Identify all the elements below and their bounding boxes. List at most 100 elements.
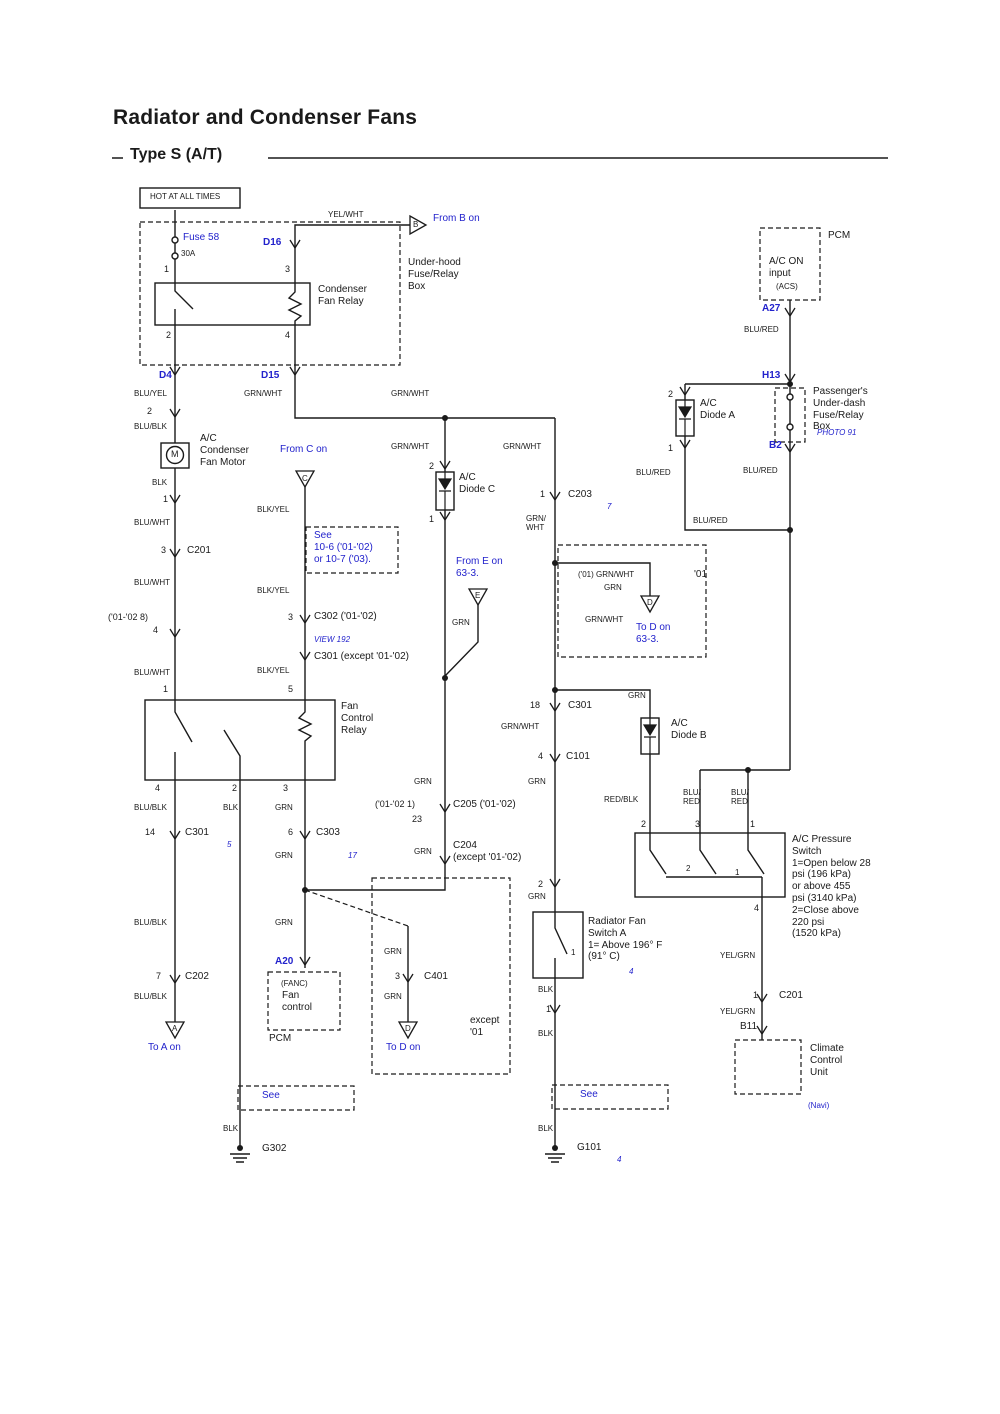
ref-from-e: From E on 63-3. [456, 556, 503, 579]
wire-blu-red-d: BLU/RED [743, 466, 778, 475]
ref-to-d-1: To D on 63-3. [636, 622, 671, 645]
wire-blu-wht-a: BLU/WHT [134, 518, 170, 527]
ref-g101-4: 4 [617, 1155, 622, 1164]
ref-to-a: To A on [148, 1042, 181, 1053]
see-ref-box [305, 526, 399, 574]
conn-c205: C205 ('01-'02) [453, 799, 516, 810]
wire-blu-blk-c: BLU/BLK [134, 918, 167, 927]
underhood-fuse-relay-box [139, 221, 401, 366]
ref-c301-5: 5 [227, 840, 232, 849]
connector-chevron [169, 628, 181, 639]
pin-rad-1: 1 [546, 1004, 552, 1014]
conn-d15: D15 [261, 370, 280, 381]
alt-route-dashed [304, 889, 409, 927]
page-title: Radiator and Condenser Fans [113, 106, 418, 129]
passenger-fuse-top [786, 393, 794, 401]
triangle-b [409, 214, 428, 236]
wire-grn-01: GRN [604, 583, 622, 592]
conn-c203: C203 [568, 489, 592, 500]
gnd-g302: G302 [262, 1143, 287, 1154]
passenger-box-label: Passenger's Under-dash Fuse/Relay Box [813, 386, 868, 433]
wire-grn-wht-e: GRN/ WHT [526, 514, 546, 533]
wire-grn-k: GRN [384, 992, 402, 1001]
wire-blk-yel-c: BLK/YEL [257, 666, 290, 675]
ref-from-c: From C on [280, 444, 328, 455]
ref-to-d-2: To D on [386, 1042, 421, 1053]
pressure-switch-label: A/C Pressure Switch 1=Open below 28 psi … [792, 834, 871, 940]
wire-blk-a: BLK [152, 478, 168, 487]
conn-c202: C202 [185, 971, 209, 982]
conn-h13: H13 [762, 370, 781, 381]
pin-fcr-2: 2 [232, 783, 238, 793]
pin-c101-4: 4 [538, 751, 544, 761]
junction-dot [302, 887, 308, 893]
wire-grn-wht-d: GRN/WHT [503, 442, 542, 451]
conn-a20: A20 [275, 956, 294, 967]
wire-blu-yel: BLU/YEL [134, 389, 167, 398]
ref-c303-17: 17 [348, 851, 357, 860]
triangle-d2-letter: D [405, 1024, 411, 1033]
pin-c302-3: 3 [288, 612, 294, 622]
rad-switch-label: Radiator Fan Switch A 1= Above 196° F (9… [588, 916, 663, 963]
wire-blk-f: BLK [538, 1124, 554, 1133]
conn-c303: C303 [316, 827, 340, 838]
wire-blu-red-c: BLU/RED [693, 516, 728, 525]
g302-dot [237, 1145, 243, 1151]
pin-c401-3: 3 [395, 971, 401, 981]
connector-chevron [299, 830, 311, 841]
wire-yel-wht: YEL/WHT [328, 210, 364, 219]
conn-c301-b: C301 [185, 827, 209, 838]
pin-ps-2: 2 [641, 819, 647, 829]
connector-chevron [169, 408, 181, 419]
connector-chevron [549, 753, 561, 764]
connector-chevron [756, 1025, 768, 1036]
conn-c205-23: 23 [412, 814, 423, 824]
conn-0102-8: ('01-'02 8) [108, 612, 148, 622]
condenser-fan-relay-label: Condenser Fan Relay [318, 284, 367, 307]
diode-a-label: A/C Diode A [700, 398, 736, 421]
connector-chevron [169, 366, 181, 377]
pcm-bottom-label: PCM [269, 1033, 292, 1044]
conn-b11: B11 [740, 1021, 758, 1032]
pin-ps-1: 1 [750, 819, 756, 829]
diode-b-label: A/C Diode B [671, 718, 707, 741]
hot-at-all-times-label: HOT AT ALL TIMES [150, 192, 221, 201]
wire-grn-h: GRN [528, 892, 546, 901]
connector-triangles [164, 214, 661, 1040]
dashed-boxes [139, 221, 821, 1111]
connector-chevron [679, 386, 691, 397]
variant-01-box [557, 544, 707, 658]
gnd-g101: G101 [577, 1142, 602, 1153]
passenger-fuse-relay-box [774, 387, 806, 443]
wire-grn-f: GRN [275, 851, 293, 860]
fuse-58-rating: 30A [181, 249, 196, 258]
triangle-a-letter: A [172, 1024, 178, 1033]
condenser-fan-relay-box [154, 282, 311, 326]
pin-c301-18: 18 [530, 700, 541, 710]
radiator-fan-switch-box [532, 911, 584, 979]
conn-a27: A27 [762, 303, 781, 314]
wire-grn-a: GRN [452, 618, 470, 627]
connector-chevron [169, 494, 181, 505]
wire-blk-d: BLK [538, 1029, 554, 1038]
fuse-58-top [171, 236, 179, 244]
motor-m: M [171, 449, 179, 459]
ref-navi: (Navi) [808, 1101, 830, 1110]
wire-blu-red-p3: BLU/ RED [683, 788, 701, 807]
component-internals [174, 283, 765, 1163]
triangle-d1-letter: D [647, 598, 653, 607]
diode-c-label: A/C Diode C [459, 472, 496, 495]
triangle-c-letter: C [302, 474, 308, 483]
fcr-label: Fan Control Relay [341, 701, 374, 736]
connector-chevron [169, 974, 181, 985]
wire-grn-e: GRN [275, 803, 293, 812]
conn-c302: C302 ('01-'02) [314, 611, 377, 622]
pin-4-left: 4 [153, 625, 159, 635]
wire-grn-wht-g: GRN/WHT [501, 722, 540, 731]
see-box-1 [237, 1085, 355, 1111]
wire-blu-red-p1: BLU/ RED [731, 788, 749, 807]
wire-blk-yel-a: BLK/YEL [257, 505, 290, 514]
